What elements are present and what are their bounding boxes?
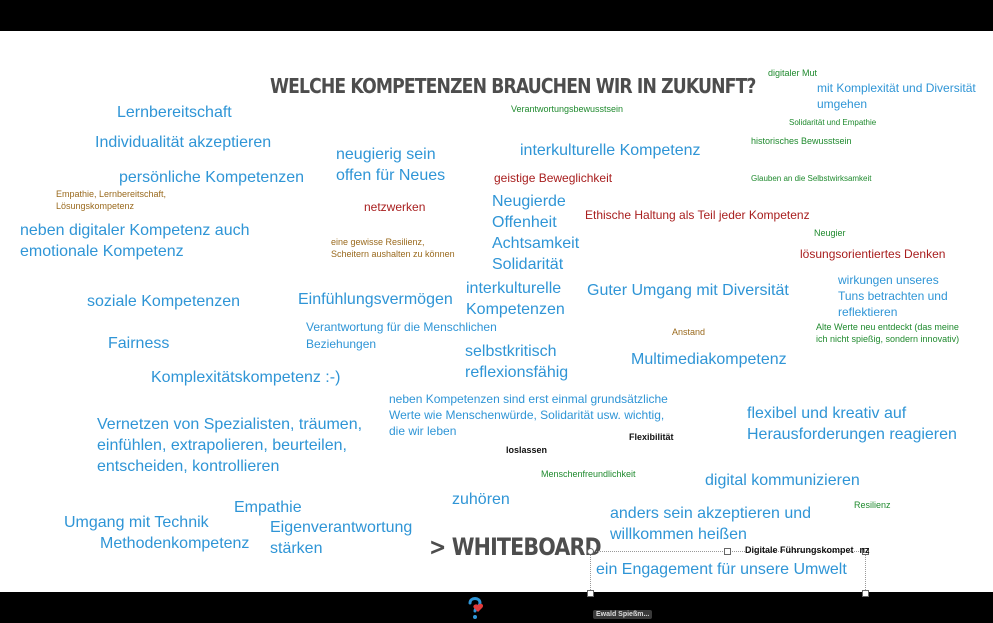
note-einfuehlungsvermoegen[interactable]: Einfühlungsvermögen xyxy=(298,291,453,308)
note-vernetzen-2[interactable]: einfühlen, extrapolieren, beurteilen, xyxy=(97,437,347,454)
note-resilienz[interactable]: Resilienz xyxy=(854,500,891,510)
note-offenheit[interactable]: Offenheit xyxy=(492,214,557,231)
note-anders-sein-2[interactable]: willkommen heißen xyxy=(610,526,747,543)
note-resilienz-2[interactable]: Scheitern aushalten zu können xyxy=(331,249,455,259)
note-neugierig-sein[interactable]: neugierig sein xyxy=(336,146,436,163)
note-alte-werte-1[interactable]: Alte Werte neu entdeckt (das meine xyxy=(816,322,959,332)
note-umgang-mit-technik[interactable]: Umgang mit Technik xyxy=(64,514,209,531)
note-engagement-umwelt[interactable]: ein Engagement für unsere Umwelt xyxy=(596,561,847,578)
note-flexibilitaet[interactable]: Flexibilität xyxy=(629,432,674,442)
note-staerken[interactable]: stärken xyxy=(270,540,323,557)
note-kompetenzen[interactable]: Kompetenzen xyxy=(466,301,565,318)
note-flexibel-kreativ[interactable]: flexibel und kreativ auf xyxy=(747,405,907,422)
note-anders-sein-1[interactable]: anders sein akzeptieren und xyxy=(610,505,812,522)
note-umgang-diversitaet[interactable]: Guter Umgang mit Diversität xyxy=(587,282,789,299)
note-loslassen[interactable]: loslassen xyxy=(506,445,548,455)
note-methodenkompetenz[interactable]: Methodenkompetenz xyxy=(100,535,250,552)
note-multimediakompetenz[interactable]: Multimediakompetenz xyxy=(631,351,787,368)
note-soziale-kompetenzen[interactable]: soziale Kompetenzen xyxy=(87,293,240,310)
note-selbstkritisch[interactable]: selbstkritisch xyxy=(465,343,557,360)
note-reflexionsfaehig[interactable]: reflexionsfähig xyxy=(465,364,569,381)
resize-handle-top[interactable] xyxy=(724,548,731,555)
note-empathie-lernbereitschaft[interactable]: Empathie, Lernbereitschaft, xyxy=(56,189,167,199)
note-wirkungen-1[interactable]: wirkungen unseres xyxy=(838,273,939,287)
resize-handle-bottom-left[interactable] xyxy=(587,590,594,597)
resize-handle-top-right[interactable] xyxy=(862,548,869,555)
note-werte-1[interactable]: neben Kompetenzen sind erst einmal grund… xyxy=(389,392,668,406)
bottom-bar: Ewald Spießm... xyxy=(0,590,993,623)
note-vernetzen-1[interactable]: Vernetzen von Spezialisten, träumen, xyxy=(97,416,363,433)
note-digitale-kompetenz[interactable]: neben digitaler Kompetenz auch xyxy=(20,222,250,239)
note-neugierde[interactable]: Neugierde xyxy=(492,193,566,210)
note-wirkungen-2[interactable]: Tuns betrachten und xyxy=(838,289,948,303)
note-eigenverantwortung[interactable]: Eigenverantwortung xyxy=(270,519,413,536)
note-ethische-haltung[interactable]: Ethische Haltung als Teil jeder Kompeten… xyxy=(585,208,810,222)
note-anstand[interactable]: Anstand xyxy=(672,327,706,337)
note-solidaritaet-empathie[interactable]: Solidarität und Empathie xyxy=(789,118,877,127)
note-loesungskompetenz[interactable]: Lösungskompetenz xyxy=(56,201,135,211)
whiteboard-link[interactable]: > WHITEBOARD xyxy=(429,533,602,561)
note-komplexitaetskompetenz[interactable]: Komplexitätskompetenz :-) xyxy=(151,369,341,386)
note-interkulturelle-kompetenz[interactable]: interkulturelle Kompetenz xyxy=(520,142,701,159)
note-neugier[interactable]: Neugier xyxy=(814,228,846,238)
note-persoenliche-kompetenzen[interactable]: persönliche Kompetenzen xyxy=(119,169,305,186)
note-wirkungen-3[interactable]: reflektieren xyxy=(838,305,898,319)
note-menschenfreundlichkeit[interactable]: Menschenfreundlichkeit xyxy=(541,469,636,479)
note-digital-kommunizieren[interactable]: digital kommunizieren xyxy=(705,472,860,489)
note-loesungsorientiertes-denken[interactable]: lösungsorientiertes Denken xyxy=(800,247,946,261)
whiteboard-title: WELCHE KOMPETENZEN BRAUCHEN WIR IN ZUKUN… xyxy=(270,74,756,98)
whiteboard-canvas[interactable]: WELCHE KOMPETENZEN BRAUCHEN WIR IN ZUKUN… xyxy=(0,31,993,592)
note-offen-fuer-neues[interactable]: offen für Neues xyxy=(336,167,446,184)
note-interkulturelle[interactable]: interkulturelle xyxy=(466,280,562,297)
note-individualitaet[interactable]: Individualität akzeptieren xyxy=(95,134,272,151)
note-selbstwirksamkeit[interactable]: Glauben an die Selbstwirksamkeit xyxy=(751,174,872,183)
note-emotionale-kompetenz[interactable]: emotionale Kompetenz xyxy=(20,243,184,260)
note-fairness[interactable]: Fairness xyxy=(108,335,170,352)
participant-name-tag: Ewald Spießm... xyxy=(593,610,653,619)
note-verantwortung-beziehungen-1[interactable]: Verantwortung für die Menschlichen xyxy=(306,320,497,334)
note-verantwortungsbewusstsein[interactable]: Verantwortungsbewusstsein xyxy=(511,104,624,114)
resize-handle-bottom-right[interactable] xyxy=(862,590,869,597)
note-empathie[interactable]: Empathie xyxy=(234,499,302,516)
note-lernbereitschaft[interactable]: Lernbereitschaft xyxy=(117,104,232,121)
app-logo-icon[interactable] xyxy=(463,595,487,621)
note-komplexitaet-diversitaet[interactable]: mit Komplexität und Diversität xyxy=(817,81,976,95)
note-netzwerken[interactable]: netzwerken xyxy=(364,200,426,214)
selection-right-edge xyxy=(865,551,866,592)
note-verantwortung-beziehungen-2[interactable]: Beziehungen xyxy=(306,337,377,351)
note-herausforderungen[interactable]: Herausforderungen reagieren xyxy=(747,426,957,443)
note-resilienz-1[interactable]: eine gewisse Resilienz, xyxy=(331,237,425,247)
note-digitaler-mut[interactable]: digitaler Mut xyxy=(768,68,818,78)
note-werte-3[interactable]: die wir leben xyxy=(389,424,457,438)
note-achtsamkeit[interactable]: Achtsamkeit xyxy=(492,235,580,252)
note-geistige-beweglichkeit[interactable]: geistige Beweglichkeit xyxy=(494,171,613,185)
note-umgehen[interactable]: umgehen xyxy=(817,97,868,111)
selection-left-edge xyxy=(590,551,591,592)
note-werte-2[interactable]: Werte wie Menschenwürde, Solidarität usw… xyxy=(389,408,665,422)
note-vernetzen-3[interactable]: entscheiden, kontrollieren xyxy=(97,458,280,475)
note-alte-werte-2[interactable]: ich nicht spießig, sondern innovativ) xyxy=(816,334,960,344)
note-zuhoeren[interactable]: zuhören xyxy=(452,491,510,508)
note-historisches-bewusstsein[interactable]: historisches Bewusstsein xyxy=(751,136,852,146)
rotate-handle[interactable] xyxy=(587,548,594,555)
note-solidaritaet[interactable]: Solidarität xyxy=(492,256,564,273)
